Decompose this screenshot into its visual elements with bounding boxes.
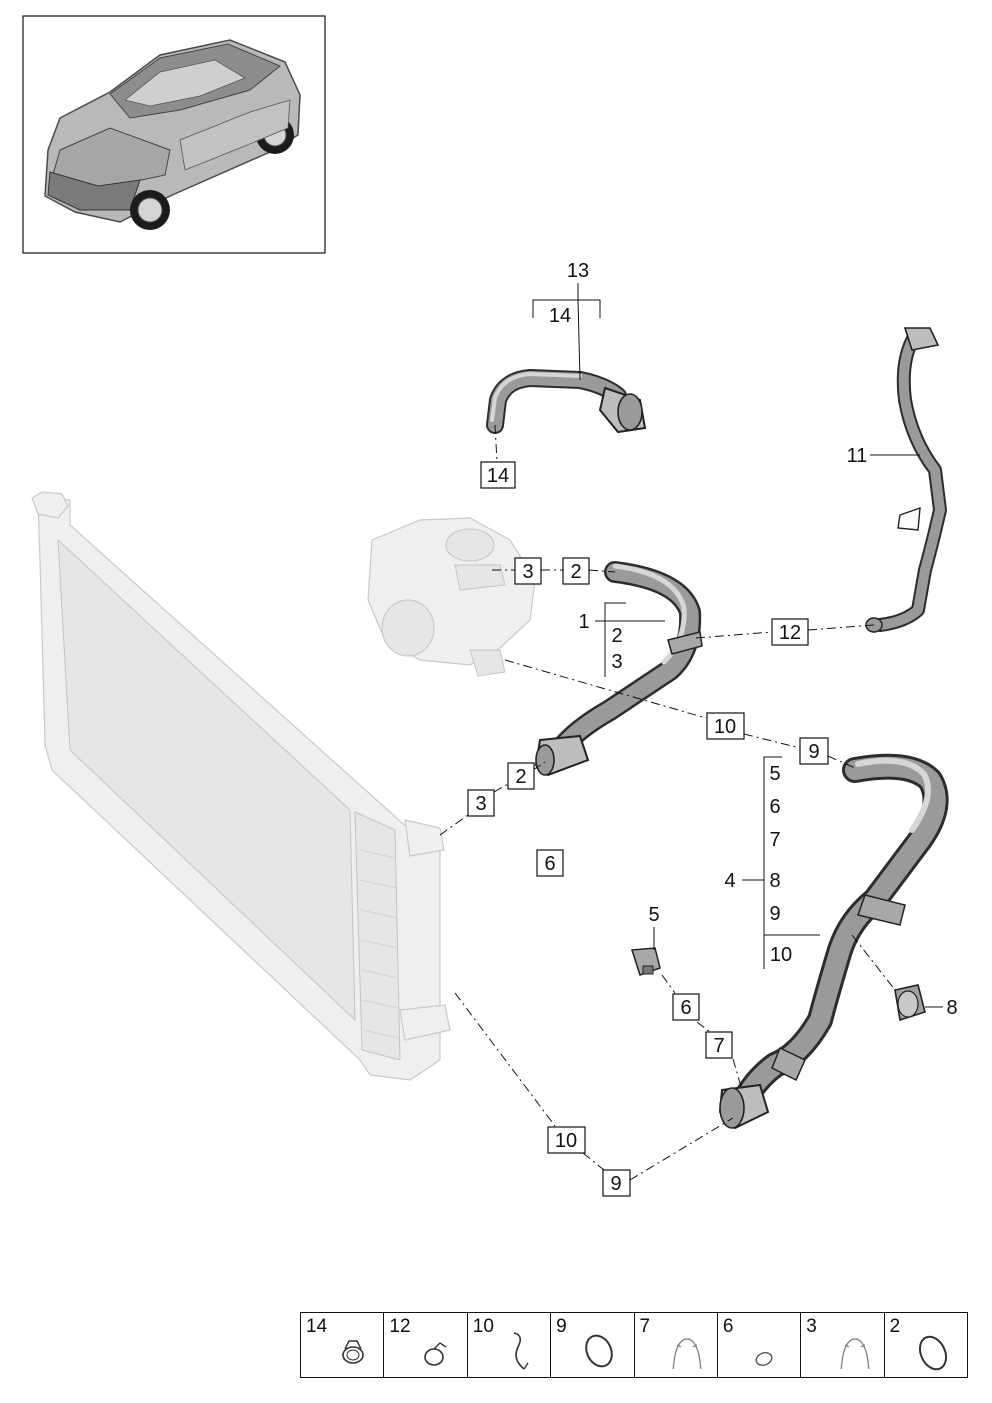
callout-box-10b	[547, 1126, 586, 1154]
callout-box-12	[771, 618, 809, 646]
o-ring-icon	[585, 1334, 613, 1368]
callout-box-3b	[467, 789, 495, 817]
radiator-ghost	[31, 491, 451, 1081]
legend-cell-2: 2	[885, 1313, 967, 1377]
callout-box-10a	[706, 712, 745, 740]
callout-4-sub-9: 9	[769, 903, 780, 925]
legend-cell-6: 6	[718, 1313, 802, 1377]
legend-cell-7: 7	[635, 1313, 718, 1377]
small-seal-ring-icon	[755, 1352, 773, 1366]
callout-7-label: 7	[713, 1035, 724, 1057]
wire-clip-icon	[671, 1338, 702, 1370]
legend-cell-12: 12	[384, 1313, 468, 1377]
wire-clip-icon	[840, 1338, 870, 1370]
callout-4-sub-5: 5	[769, 763, 780, 785]
overview-car-frame	[22, 15, 326, 254]
callout-box-9a	[799, 737, 829, 765]
callout-3a-label: 3	[522, 561, 533, 583]
callout-box-6b	[672, 993, 700, 1021]
callout-box-14	[480, 461, 516, 489]
callout-4: 4	[724, 870, 735, 892]
coolant-hose-4	[718, 753, 949, 1130]
callout-10a-label: 10	[714, 716, 736, 738]
o-ring-icon	[918, 1335, 947, 1371]
callout-2a-label: 2	[570, 561, 581, 583]
water-pump-ghost	[367, 517, 536, 677]
legend-cell-3: 3	[801, 1313, 885, 1377]
legend-number: 9	[556, 1316, 567, 1337]
callout-box-6-center	[536, 849, 564, 877]
callout-3b-label: 3	[475, 793, 486, 815]
callout-box-3a	[514, 557, 542, 585]
callout-9a-label: 9	[808, 741, 819, 763]
callout-box-2b	[507, 762, 535, 790]
hose-clamp-icon	[342, 1340, 364, 1364]
callout-4-sub-7: 7	[769, 829, 780, 851]
callout-4-sub-6: 6	[769, 796, 780, 818]
clamp-part-8	[894, 984, 926, 1022]
legend-cell-10: 10	[468, 1313, 552, 1377]
legend-number: 3	[806, 1316, 817, 1337]
legend-number: 14	[306, 1316, 328, 1337]
callout-6b-label: 6	[680, 997, 691, 1019]
callout-11: 11	[847, 445, 868, 467]
leader-lines	[439, 283, 943, 1181]
callout-1: 1	[578, 611, 589, 633]
legend-number: 7	[639, 1316, 651, 1337]
small-parts-legend: 14 12 10 9 7 6	[300, 1312, 968, 1378]
callout-1-sub-2: 2	[611, 625, 622, 647]
retaining-clip-icon	[513, 1332, 529, 1370]
callouts: 13 14 14 11 12 3 2 1 2 3 10 9 2 3 6 4 5 …	[467, 260, 958, 1197]
car-illustration-icon	[44, 39, 301, 230]
spring-clamp-icon	[424, 1342, 447, 1366]
coolant-hose-1	[534, 561, 703, 777]
callout-14-box-label: 14	[487, 465, 509, 487]
legend-cell-9: 9	[551, 1313, 635, 1377]
callout-4-sub-10: 10	[770, 944, 792, 966]
temperature-sensor-part-5	[630, 947, 661, 976]
callout-12-label: 12	[779, 622, 801, 644]
callout-13: 13	[567, 260, 589, 282]
callout-1-sub-3: 3	[611, 651, 622, 673]
coolant-pipe-11	[865, 327, 947, 633]
callout-5: 5	[648, 904, 659, 926]
callout-box-7	[705, 1031, 733, 1059]
callout-box-2a	[562, 557, 590, 585]
callout-4-sub-8: 8	[769, 870, 780, 892]
legend-number: 12	[389, 1316, 411, 1337]
callout-8: 8	[946, 997, 957, 1019]
callout-6-center-label: 6	[544, 853, 555, 875]
callout-box-9b	[602, 1169, 631, 1197]
legend-cell-14: 14	[301, 1313, 385, 1377]
legend-number: 6	[722, 1316, 734, 1337]
coolant-hose-13	[486, 369, 647, 434]
legend-number: 2	[889, 1316, 901, 1337]
legend-number: 10	[472, 1316, 494, 1337]
callout-14-top: 14	[549, 305, 571, 327]
callout-2b-label: 2	[515, 766, 526, 788]
callout-10b-label: 10	[555, 1130, 577, 1152]
callout-9b-label: 9	[610, 1173, 621, 1195]
